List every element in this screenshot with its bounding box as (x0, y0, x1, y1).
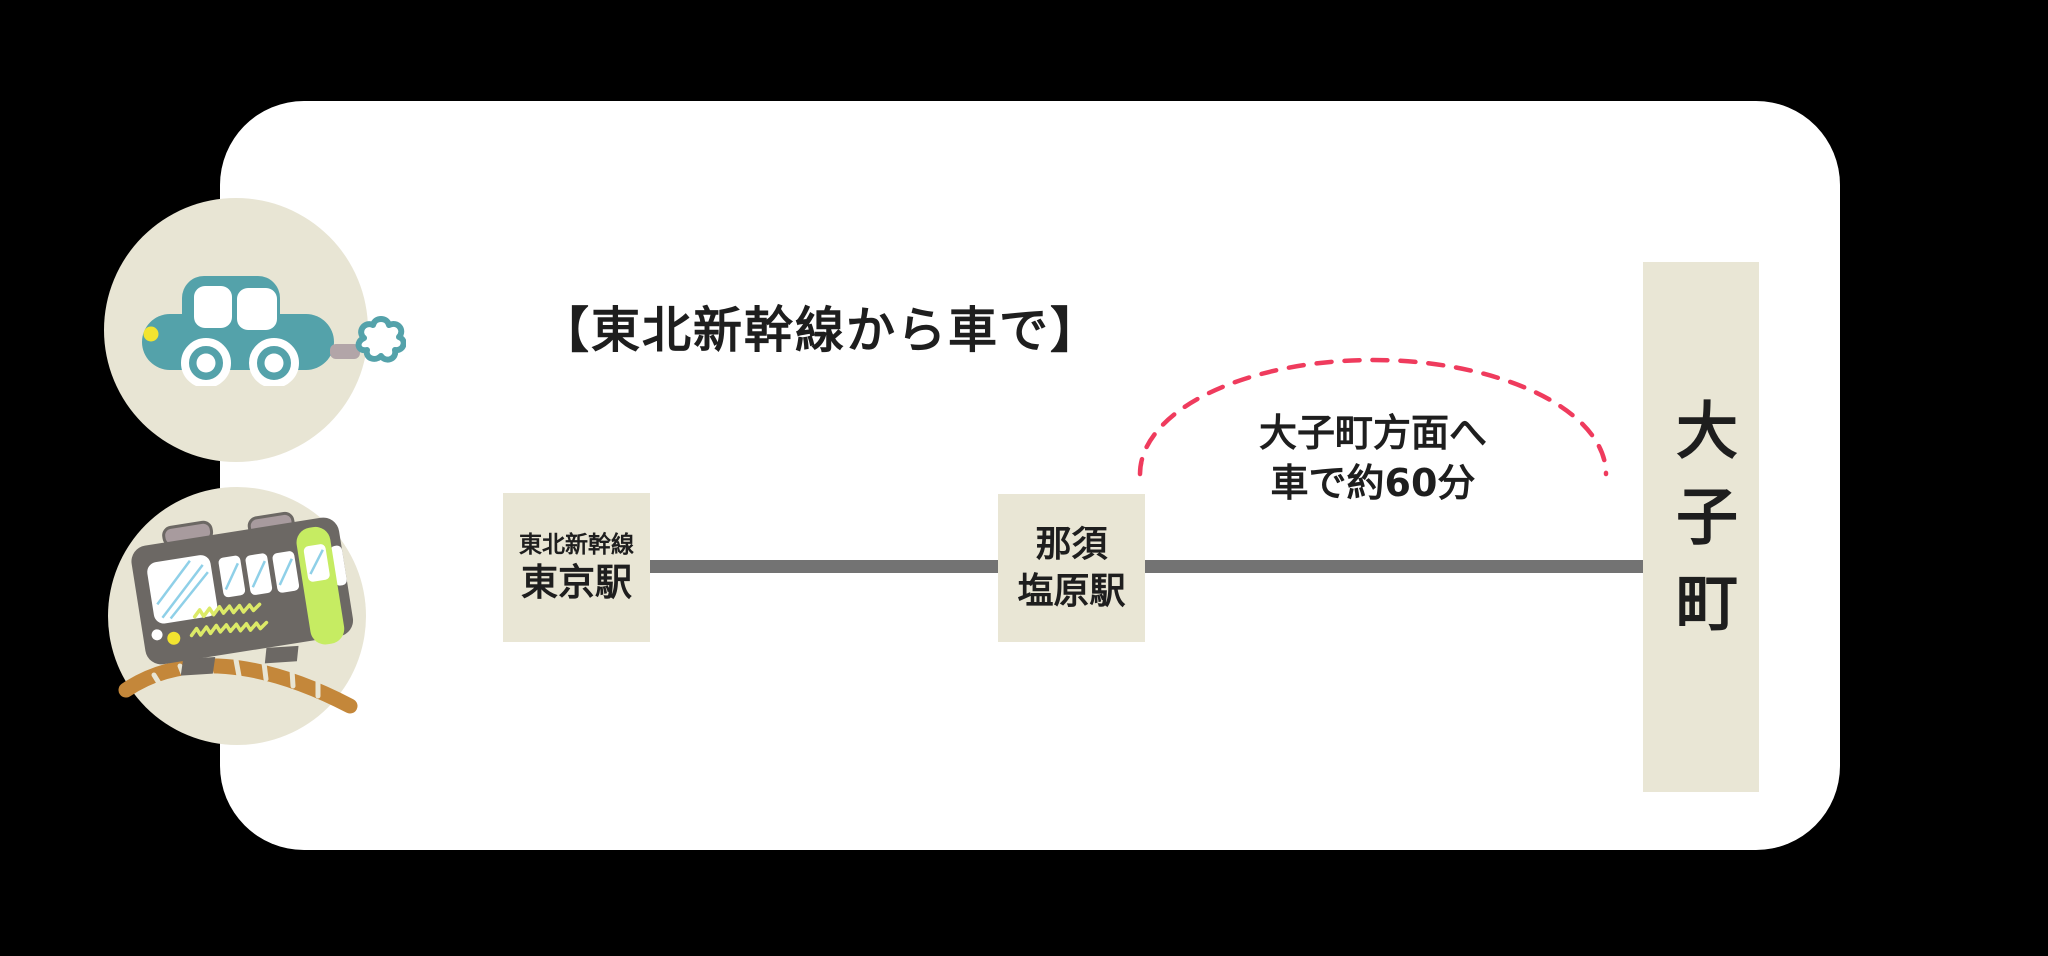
station-box-nasushiobara: 那須 塩原駅 (998, 494, 1145, 642)
rail-line-tokyo-nasushiobara (650, 560, 999, 573)
road-line-nasushiobara-daigo (1144, 560, 1644, 573)
destination-box-daigo: 大子町 (1643, 262, 1759, 792)
shinkansen-line-label: 東北新幹線 (519, 531, 634, 558)
page-title: 【東北新幹線から車で】 (540, 302, 1102, 359)
station-name-nasu-line2: 塩原駅 (1017, 571, 1126, 612)
car-icon (142, 276, 406, 386)
car-route-annotation: 大子町方面へ 車で約60分 (1157, 408, 1589, 508)
car-route-annotation-line1: 大子町方面へ (1258, 411, 1487, 455)
car-route-annotation-line2: 車で約60分 (1270, 461, 1476, 505)
station-name-nasu-line1: 那須 (1035, 524, 1108, 565)
car-route-arc-icon (1137, 357, 1609, 477)
destination-name: 大子町 (1665, 398, 1738, 656)
train-icon (118, 511, 358, 714)
station-name-tokyo: 東京駅 (521, 560, 632, 604)
access-map-card (220, 101, 1840, 850)
station-box-tokyo: 東北新幹線 東京駅 (503, 493, 650, 642)
